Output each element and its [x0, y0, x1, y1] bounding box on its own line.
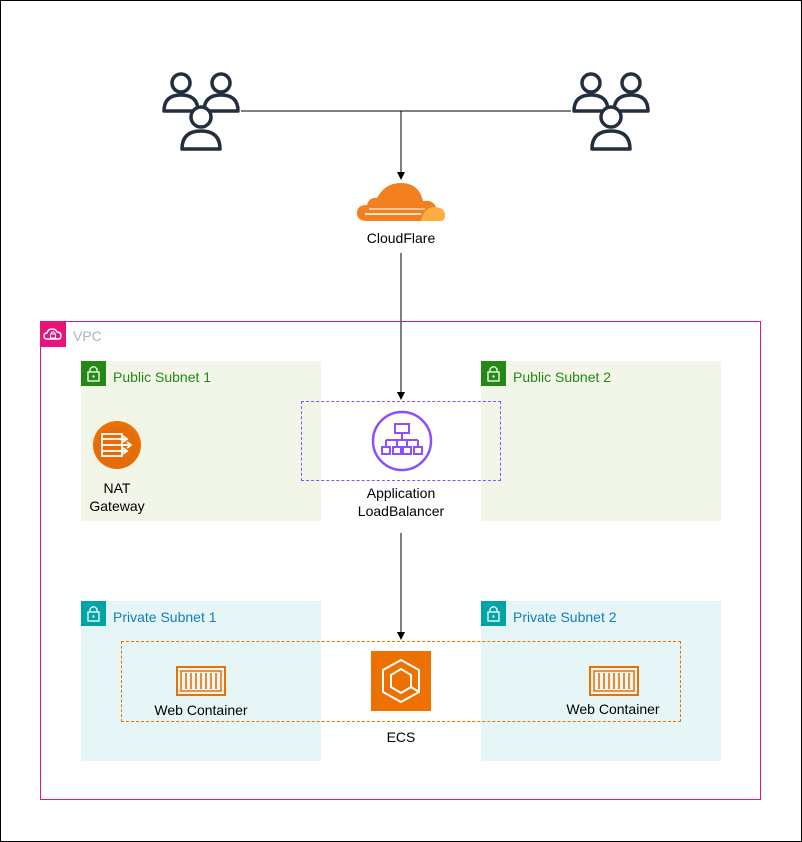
public-subnet-2 [481, 361, 721, 521]
container-icon [176, 666, 226, 696]
alb-label-line2: LoadBalancer [357, 503, 445, 519]
cloudflare-cloud-icon [357, 183, 445, 221]
lock-icon [481, 601, 506, 626]
vpc-label: VPC [73, 328, 102, 344]
public-subnet-2-label: Public Subnet 2 [513, 369, 612, 385]
container-left-label: Web Container [154, 702, 248, 718]
users-icon [162, 72, 240, 151]
lock-icon [81, 361, 106, 386]
alb-group-box [301, 401, 501, 481]
vpc-boundary [40, 321, 761, 800]
nat-gateway-icon [93, 421, 141, 469]
container-right-label: Web Container [566, 701, 660, 717]
public-subnet-1-label: Public Subnet 1 [113, 369, 212, 385]
private-subnet-2 [481, 601, 721, 761]
users-icon [572, 72, 650, 151]
vpc-cloud-icon [40, 321, 66, 347]
load-balancer-icon [371, 410, 433, 472]
cloudflare-label: CloudFlare [366, 230, 436, 246]
ecs-cluster-box [121, 641, 681, 722]
private-subnet-2-label: Private Subnet 2 [513, 609, 617, 625]
private-subnet-1-label: Private Subnet 1 [113, 609, 217, 625]
alb-label-line1: Application [366, 485, 436, 501]
ecs-label: ECS [386, 729, 416, 745]
nat-gateway-label-line1: NAT [103, 480, 131, 496]
ecs-icon [371, 651, 431, 711]
container-icon [589, 666, 639, 696]
lock-icon [481, 361, 506, 386]
lock-icon [81, 601, 106, 626]
nat-gateway-label-line2: Gateway [89, 498, 145, 514]
